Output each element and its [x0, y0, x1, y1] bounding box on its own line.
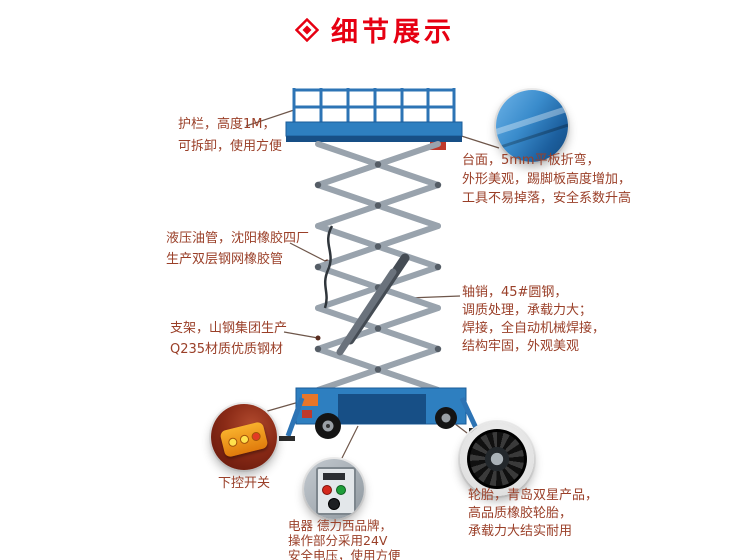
- diamond-icon: [294, 17, 320, 42]
- callout-tire-line: 轮胎，青岛双星产品，: [468, 488, 599, 503]
- control-panel-display: [323, 473, 345, 480]
- callout-lower-control-switch: 下控开关: [203, 474, 285, 494]
- callout-guardrail-line: 可拆卸，使用方便: [178, 139, 283, 154]
- machine-hydraulic-cylinders: [336, 253, 410, 356]
- machine-platform: [285, 121, 463, 150]
- start-button: [336, 485, 346, 495]
- callout-guardrail: 护栏，高度1M， 可拆卸，使用方便: [178, 114, 282, 158]
- remote-button: [250, 431, 262, 442]
- remote-button: [227, 436, 239, 448]
- machine-hydraulic-hose: [323, 225, 334, 309]
- callout-platform-line: 外形美观，踢脚板高度增加，: [462, 172, 632, 187]
- tire-image: [467, 429, 527, 489]
- machine-scissor-arms: [315, 141, 441, 393]
- remote-control: [219, 421, 269, 458]
- control-panel: [316, 467, 356, 515]
- platform-photo-shadow: [496, 118, 568, 153]
- tire-photo: [460, 422, 534, 496]
- page-header: 细节展示: [0, 10, 750, 49]
- page-title: 细节展示: [331, 17, 455, 48]
- callout-tire: 轮胎，青岛双星产品， 高品质橡胶轮胎， 承载力大结实耐用: [468, 487, 598, 541]
- remote-button: [239, 433, 250, 445]
- callout-frame-line: Q235材质优质钢材: [170, 342, 284, 357]
- callout-switch-label: 下控开关: [217, 476, 270, 491]
- callout-frame-line: 支架，山钢集团生产: [170, 321, 288, 336]
- machine-base: [295, 387, 467, 425]
- platform-photo-highlight: [496, 100, 568, 138]
- callout-pin-line: 调质处理，承载力大；: [462, 303, 593, 318]
- callout-axle-pin: 轴销，45#圆钢， 调质处理，承载力大； 焊接，全自动机械焊接， 结构牢固，外观…: [462, 284, 605, 356]
- callout-electric-line: 安全电压，使用方便: [288, 548, 401, 560]
- callout-electric: 电器 德力西品牌， 操作部分采用24V 安全电压，使用方便: [288, 518, 401, 560]
- electric-control-box-photo: [304, 459, 364, 519]
- callout-pin-line: 焊接，全自动机械焊接，: [462, 321, 606, 336]
- machine-guardrail: [292, 88, 456, 124]
- machine-axle-pins: [314, 161, 442, 373]
- callout-guardrail-line: 护栏，高度1M，: [178, 117, 276, 132]
- callout-hose-line: 液压油管，沈阳橡胶四厂: [166, 231, 310, 246]
- callout-tire-line: 高品质橡胶轮胎，: [468, 506, 573, 521]
- callout-electric-line: 操作部分采用24V: [288, 533, 388, 548]
- control-knob: [328, 498, 340, 510]
- callout-tire-line: 承载力大结实耐用: [468, 524, 573, 539]
- machine-outriggers: [279, 396, 485, 441]
- callout-support-frame: 支架，山钢集团生产 Q235材质优质钢材: [170, 318, 287, 360]
- connector-dots: [315, 259, 411, 341]
- stop-button: [322, 485, 332, 495]
- callout-hose-line: 生产双层钢网橡胶管: [166, 252, 284, 267]
- callout-pin-line: 结构牢固，外观美观: [462, 339, 580, 354]
- remote-control-photo: [211, 404, 277, 470]
- callout-electric-line: 电器 德力西品牌，: [288, 518, 392, 533]
- callout-pin-line: 轴销，45#圆钢，: [462, 285, 568, 300]
- callout-platform: 台面，5mm平板折弯， 外形美观，踢脚板高度增加， 工具不易掉落，安全系数升高: [462, 151, 631, 208]
- callout-hydraulic-hose: 液压油管，沈阳橡胶四厂 生产双层钢网橡胶管: [166, 228, 309, 270]
- callout-platform-line: 工具不易掉落，安全系数升高: [462, 191, 632, 206]
- machine-wheels: [315, 407, 457, 439]
- platform-detail-photo: [496, 90, 568, 162]
- callout-platform-line: 台面，5mm平板折弯，: [462, 153, 600, 168]
